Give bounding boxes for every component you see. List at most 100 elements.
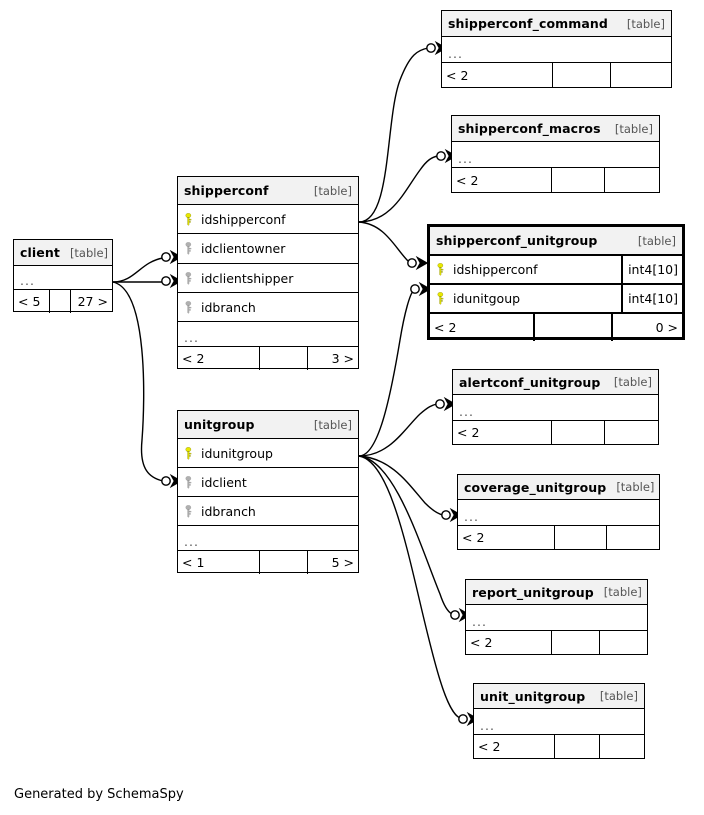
table-type-tag: [table] bbox=[69, 245, 109, 260]
table-title-coverage_unitgroup: coverage_unitgroup[table] bbox=[458, 475, 659, 500]
footer-cell-left: < 1 bbox=[182, 555, 205, 570]
table-title-shipperconf: shipperconf[table] bbox=[178, 177, 358, 205]
foreign-key-icon bbox=[185, 504, 192, 518]
table-report_unitgroup[interactable]: report_unitgroup [table]... < 2 bbox=[465, 579, 648, 655]
footer-cell-right bbox=[605, 168, 659, 192]
table-unit_unitgroup[interactable]: unit_unitgroup[table]...< 2 bbox=[473, 683, 645, 759]
footer-cell-right bbox=[600, 735, 644, 758]
ellipsis-label: ... bbox=[184, 330, 199, 345]
footer-cell-mid bbox=[551, 631, 600, 654]
table-type-tag: [table] bbox=[603, 585, 642, 599]
table-shipperconf_command[interactable]: shipperconf_command[table]...< 2 bbox=[441, 10, 672, 88]
relationship-shipperconf-to-command bbox=[358, 40, 448, 223]
column-row-idclient[interactable]: idclient bbox=[178, 468, 358, 497]
column-row-idclientshipper[interactable]: idclientshipper bbox=[178, 264, 358, 293]
table-coverage_unitgroup[interactable]: coverage_unitgroup[table]...< 2 bbox=[457, 474, 660, 550]
table-alertconf_unitgroup[interactable]: alertconf_unitgroup [table]... < 2 bbox=[452, 369, 659, 445]
column-name-label: idshipperconf bbox=[201, 211, 286, 227]
primary-key-icon bbox=[437, 263, 444, 276]
relationship-unitgroup-to-alertconf bbox=[358, 396, 457, 457]
table-shipperconf_unitgroup[interactable]: shipperconf_unitgroup[table]idshippercon… bbox=[427, 224, 685, 341]
relationship-arrowhead bbox=[443, 396, 457, 412]
relationship-unitgroup-to-shipperconf-unitgroup bbox=[358, 281, 432, 457]
relationship-line bbox=[358, 47, 429, 223]
foreign-key-icon bbox=[185, 271, 192, 285]
ellipsis-label: ... bbox=[184, 534, 199, 549]
table-name-label: shipperconf_unitgroup bbox=[436, 233, 598, 248]
relationship-line bbox=[112, 281, 164, 482]
footer-cell-right bbox=[605, 421, 658, 444]
primary-key-icon bbox=[185, 446, 192, 460]
relationship-arrowhead bbox=[415, 255, 429, 271]
relationship-unitgroup-to-coverage bbox=[358, 455, 463, 523]
more-columns-ellipsis: ... bbox=[178, 322, 358, 347]
relationship-line bbox=[358, 290, 414, 457]
footer-cell-mid bbox=[533, 314, 613, 341]
column-row-idshipperconf[interactable]: idshipperconf bbox=[178, 205, 358, 234]
column-name-label: idbranch bbox=[201, 503, 256, 519]
optional-relationship-marker bbox=[435, 399, 445, 409]
foreign-key-icon bbox=[185, 300, 192, 314]
more-columns-ellipsis: ... bbox=[466, 605, 647, 631]
more-columns-ellipsis: ... bbox=[452, 142, 659, 168]
column-row-idunitgoup[interactable]: idunitgoup int4[10] bbox=[430, 285, 682, 314]
footer-cell-mid bbox=[259, 347, 308, 370]
table-name-label: coverage_unitgroup bbox=[464, 479, 607, 495]
footer-cell-left: < 2 bbox=[182, 351, 205, 366]
footer-cell-right: 3 > bbox=[331, 351, 354, 366]
relationship-line bbox=[358, 221, 409, 262]
table-name-label: shipperconf_command bbox=[448, 16, 608, 31]
footer-cell-mid bbox=[551, 168, 606, 192]
table-type-tag: [table] bbox=[313, 417, 352, 432]
table-title-shipperconf_macros: shipperconf_macros [table] bbox=[452, 116, 659, 142]
table-shipperconf[interactable]: shipperconf[table] idshipperconf idcliento… bbox=[177, 176, 359, 370]
table-name-label: alertconf_unitgroup bbox=[459, 374, 601, 390]
relationship-arrowhead bbox=[449, 507, 463, 523]
more-columns-ellipsis: ... bbox=[178, 526, 358, 551]
more-columns-ellipsis: ... bbox=[442, 37, 671, 63]
footer-cell-mid bbox=[259, 551, 308, 574]
column-name-label: idbranch bbox=[201, 299, 256, 315]
table-type-tag: [table] bbox=[626, 16, 665, 31]
column-row-idclientowner[interactable]: idclientowner bbox=[178, 234, 358, 264]
footer-credit: Generated by SchemaSpy bbox=[14, 787, 184, 802]
relationship-client-to-shipperconf-owner bbox=[112, 249, 183, 283]
relationship-line bbox=[358, 455, 453, 615]
ellipsis-label: ... bbox=[472, 614, 487, 629]
optional-relationship-marker bbox=[161, 476, 171, 486]
table-shipperconf_macros[interactable]: shipperconf_macros[table]...< 2 bbox=[451, 115, 660, 193]
table-type-tag: [table] bbox=[599, 689, 638, 703]
table-footer-counts: < 2 bbox=[453, 421, 658, 444]
table-name-label: shipperconf bbox=[184, 183, 269, 198]
table-footer-counts: < 2 bbox=[466, 631, 647, 654]
table-type-tag: [table] bbox=[613, 375, 652, 389]
relationship-line bbox=[358, 403, 438, 457]
optional-relationship-marker bbox=[441, 510, 451, 520]
table-name-label: report_unitgroup bbox=[472, 584, 594, 600]
column-type-label: int4[10] bbox=[621, 285, 682, 312]
footer-cell-right bbox=[611, 63, 671, 87]
column-name-label: idclient bbox=[201, 474, 247, 490]
optional-relationship-marker bbox=[450, 610, 460, 620]
ellipsis-label: ... bbox=[464, 509, 479, 524]
table-footer-counts: < 2 bbox=[474, 735, 644, 758]
relationship-line bbox=[358, 155, 439, 223]
footer-cell-right: 5 > bbox=[331, 555, 354, 570]
column-name-label: idunitgoup bbox=[453, 291, 521, 306]
relationship-arrowhead bbox=[169, 273, 183, 289]
footer-cell-left: < 2 bbox=[457, 425, 480, 440]
more-columns-ellipsis: ... bbox=[453, 395, 658, 421]
table-name-label: shipperconf_macros bbox=[458, 121, 601, 136]
footer-cell-right: 0 > bbox=[655, 320, 678, 335]
table-type-tag: [table] bbox=[614, 121, 653, 136]
optional-relationship-marker bbox=[407, 258, 417, 268]
column-row-idbranch[interactable]: idbranch bbox=[178, 497, 358, 526]
column-row-idunitgroup[interactable]: idunitgroup bbox=[178, 439, 358, 468]
column-row-idbranch[interactable]: idbranch bbox=[178, 293, 358, 322]
footer-cell-mid bbox=[551, 63, 612, 87]
